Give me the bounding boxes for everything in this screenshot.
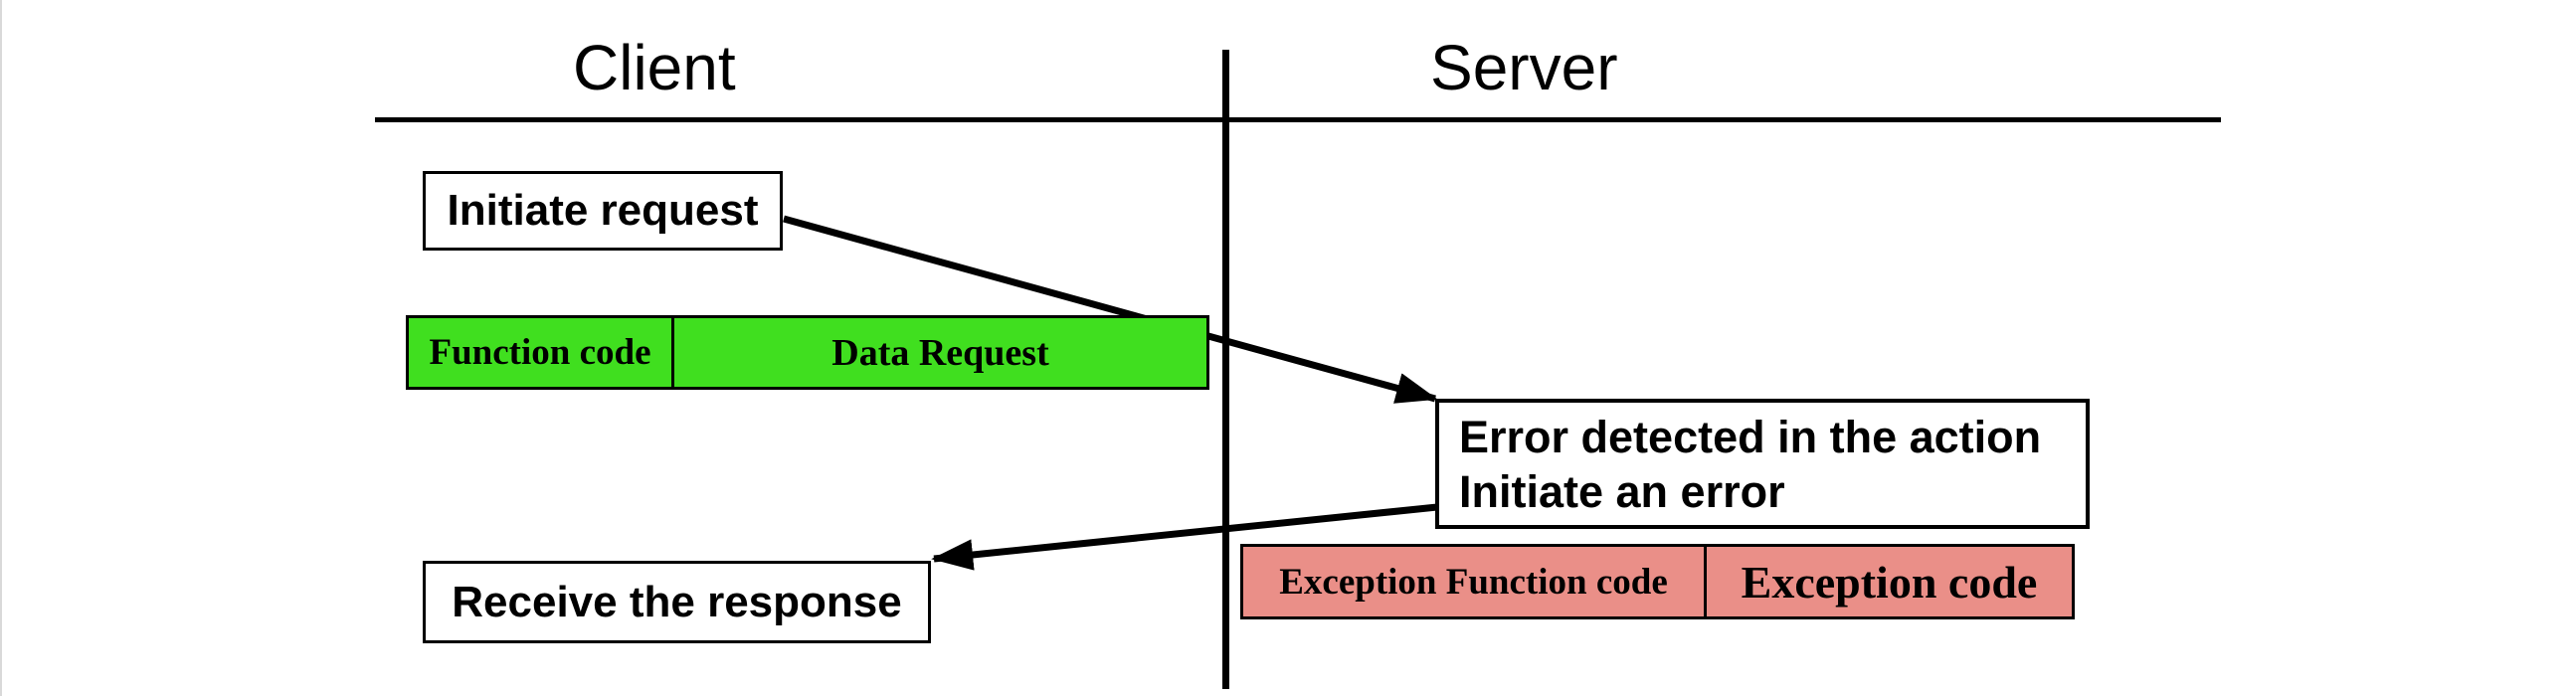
exception-response-frame: Exception Function code Exception code (1240, 544, 2075, 619)
server-column-header: Server (1430, 32, 1618, 103)
receive-response-box: Receive the response (423, 561, 931, 643)
error-detected-line1: Error detected in the action (1459, 411, 2042, 462)
screen-left-edge (0, 0, 2, 696)
exception-code-cell: Exception code (1704, 547, 2072, 616)
request-frame: Function code Data Request (406, 315, 1209, 390)
error-detected-box: Error detected in the action Initiate an… (1435, 399, 2090, 529)
request-frame-data-request-cell: Data Request (671, 318, 1206, 387)
exception-function-code-cell: Exception Function code (1279, 561, 1668, 603)
client-column-header: Client (573, 32, 736, 103)
initiate-request-label: Initiate request (447, 186, 759, 235)
initiate-request-box: Initiate request (423, 171, 783, 251)
request-frame-function-code-cell: Function code (429, 332, 651, 373)
error-detected-line2: Initiate an error (1459, 465, 1785, 517)
request-arrow (783, 215, 1438, 404)
response-arrow (931, 503, 1438, 571)
receive-response-label: Receive the response (452, 577, 902, 626)
